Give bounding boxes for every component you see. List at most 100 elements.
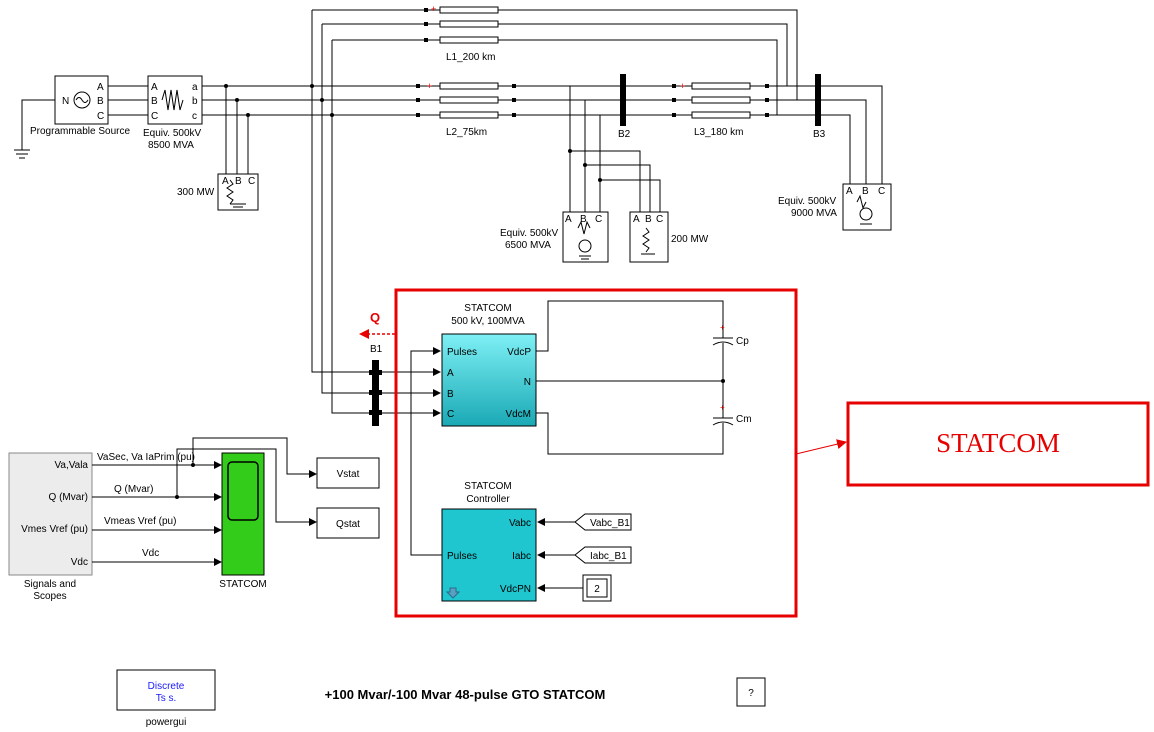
svg-text:+: + bbox=[427, 81, 432, 91]
help-button-label: ? bbox=[748, 688, 754, 699]
controller-title-2: Controller bbox=[466, 494, 510, 505]
line-l2: + L2_75km bbox=[416, 81, 620, 138]
qstat-label: Qstat bbox=[336, 519, 360, 530]
equiv8500-port-a-out: a bbox=[192, 82, 198, 93]
statcom-port-c: C bbox=[447, 409, 454, 420]
dc-capacitors: + + Cp Cm bbox=[536, 300, 752, 455]
line-l1-label: L1_200 km bbox=[446, 52, 495, 63]
line-l2-label: L2_75km bbox=[446, 127, 487, 138]
ss-port-q: Q (Mvar) bbox=[49, 492, 88, 503]
statcom-port-vdcm: VdcM bbox=[505, 409, 531, 420]
constant-value: 2 bbox=[594, 584, 600, 595]
equiv-8500-block[interactable]: A B C a b c Equiv. 500kV 8500 MVA bbox=[143, 75, 203, 151]
model-title: +100 Mvar/-100 Mvar 48-pulse GTO STATCOM bbox=[325, 687, 606, 702]
svg-text:C: C bbox=[595, 214, 602, 225]
svg-text:C: C bbox=[656, 214, 663, 225]
statcom-callout: STATCOM bbox=[795, 401, 1150, 487]
equiv-8500-label-2: 8500 MVA bbox=[148, 140, 194, 151]
equiv-8500-label-1: Equiv. 500kV bbox=[143, 128, 202, 139]
controller-port-iabc: Iabc bbox=[512, 551, 531, 562]
svg-text:A: A bbox=[633, 214, 640, 225]
pulses-wire bbox=[410, 347, 442, 556]
line-l3-label: L3_180 km bbox=[694, 127, 743, 138]
signal-wires: VaSec, Va IaPrim (pu) Q (Mvar) Vmeas Vre… bbox=[92, 437, 317, 566]
svg-text:B: B bbox=[645, 214, 652, 225]
equiv-6500-label-2: 6500 MVA bbox=[505, 240, 551, 251]
equiv8500-port-b-out: b bbox=[192, 96, 198, 107]
powergui-block[interactable]: Discrete Ts s. powergui bbox=[116, 669, 216, 728]
qstat-block[interactable]: Qstat bbox=[316, 507, 380, 539]
load-300-block[interactable]: A B C 300 MW bbox=[177, 173, 259, 211]
statcom-port-n: N bbox=[524, 377, 531, 388]
bus-b1-label: B1 bbox=[370, 344, 383, 355]
b2-taps bbox=[569, 86, 661, 213]
statcom-power-block[interactable]: STATCOM 500 kV, 100MVA Pulses A B C VdcP… bbox=[441, 303, 537, 427]
signals-scopes-block[interactable]: Va,Vala Q (Mvar) Vmes Vref (pu) Vdc Sign… bbox=[8, 452, 93, 602]
constant-2-block[interactable]: 2 bbox=[537, 574, 612, 602]
statcom-power-title-2: 500 kV, 100MVA bbox=[451, 316, 525, 327]
equiv8500-port-a: A bbox=[151, 82, 158, 93]
svg-text:B: B bbox=[580, 214, 587, 225]
svg-text:A: A bbox=[565, 214, 572, 225]
controller-port-vabc: Vabc bbox=[509, 518, 531, 529]
bus-b2: B2 bbox=[618, 74, 631, 140]
callout-text: STATCOM bbox=[936, 428, 1060, 458]
svg-text:+: + bbox=[680, 81, 685, 91]
programmable-source-label: Programmable Source bbox=[30, 126, 130, 137]
equiv-6500-label-1: Equiv. 500kV bbox=[500, 228, 559, 239]
programmable-source-block[interactable]: N A B C Programmable Source bbox=[30, 75, 130, 137]
statcom-port-a: A bbox=[447, 368, 454, 379]
controller-port-vdcpn: VdcPN bbox=[500, 584, 531, 595]
svg-text:B: B bbox=[235, 176, 242, 187]
vstat-label: Vstat bbox=[337, 469, 360, 480]
from-vabc-label: Vabc_B1 bbox=[590, 518, 630, 529]
bus-b1: B1 bbox=[369, 344, 441, 426]
svg-text:+: + bbox=[720, 403, 725, 412]
load-200-label: 200 MW bbox=[671, 234, 709, 245]
controller-port-pulses: Pulses bbox=[447, 551, 477, 562]
svg-text:+: + bbox=[431, 4, 436, 14]
powergui-line1: Discrete bbox=[148, 681, 185, 692]
equiv8500-port-b: B bbox=[151, 96, 158, 107]
statcom-scope-block[interactable]: STATCOM bbox=[219, 452, 267, 590]
mask-arrow-icon bbox=[445, 587, 461, 599]
from-vabc-block[interactable]: Vabc_B1 bbox=[537, 513, 632, 531]
load-200-block[interactable]: A B C 200 MW bbox=[629, 211, 709, 263]
statcom-port-vdcp: VdcP bbox=[507, 347, 531, 358]
ss-port-vdc: Vdc bbox=[71, 557, 88, 568]
source-port-a: A bbox=[97, 82, 104, 93]
statcom-port-b: B bbox=[447, 389, 454, 400]
equiv-9000-label-2: 9000 MVA bbox=[791, 208, 837, 219]
load-300-label: 300 MW bbox=[177, 187, 215, 198]
sig-label-va: VaSec, Va IaPrim (pu) bbox=[97, 452, 195, 463]
source-port-c: C bbox=[97, 111, 104, 122]
ss-port-vmes: Vmes Vref (pu) bbox=[21, 524, 88, 535]
statcom-power-title-1: STATCOM bbox=[464, 303, 511, 314]
bus-b2-label: B2 bbox=[618, 129, 631, 140]
ss-label-1: Signals and bbox=[24, 579, 76, 590]
svg-text:C: C bbox=[878, 186, 885, 197]
sig-label-vdc: Vdc bbox=[142, 548, 159, 559]
equiv-6500-block[interactable]: A B C Equiv. 500kV 6500 MVA bbox=[500, 211, 609, 263]
from-iabc-block[interactable]: Iabc_B1 bbox=[537, 546, 632, 564]
source-port-b: B bbox=[97, 96, 104, 107]
equiv8500-port-c-out: c bbox=[192, 111, 197, 122]
powergui-label: powergui bbox=[146, 717, 187, 728]
equiv-9000-block[interactable]: A B C Equiv. 500kV 9000 MVA bbox=[778, 183, 892, 231]
svg-text:A: A bbox=[222, 176, 229, 187]
ss-label-2: Scopes bbox=[33, 591, 66, 602]
equiv-9000-label-1: Equiv. 500kV bbox=[778, 196, 837, 207]
scope-label: STATCOM bbox=[219, 579, 266, 590]
statcom-highlight-frame bbox=[394, 288, 798, 618]
vstat-block[interactable]: Vstat bbox=[316, 457, 380, 489]
help-button[interactable]: ? bbox=[736, 677, 766, 707]
svg-text:N: N bbox=[62, 96, 69, 107]
cap-p-label: Cp bbox=[736, 336, 749, 347]
source-wires bbox=[14, 9, 418, 414]
sig-label-q: Q (Mvar) bbox=[114, 484, 153, 495]
q-flow-indicator: Q bbox=[359, 310, 395, 339]
from-iabc-label: Iabc_B1 bbox=[590, 551, 627, 562]
statcom-controller-block[interactable]: STATCOM Controller Pulses Vabc Iabc VdcP… bbox=[441, 481, 537, 602]
line-l1: + L1_200 km bbox=[418, 4, 798, 115]
